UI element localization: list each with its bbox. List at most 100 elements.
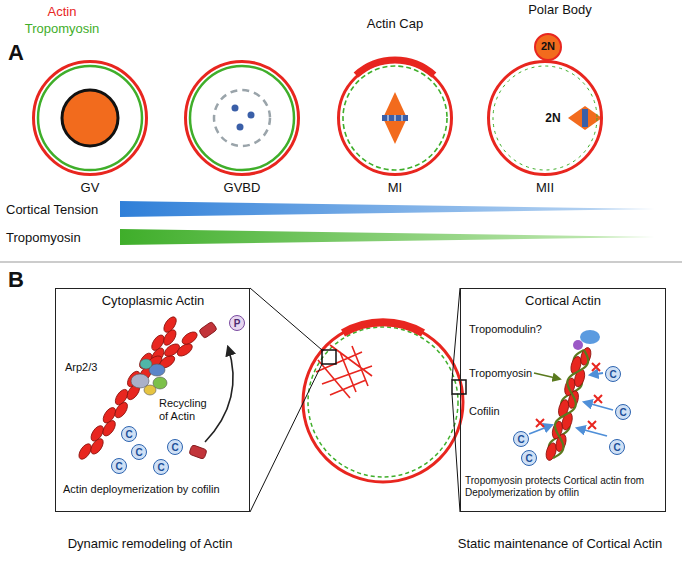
cortex-outline	[339, 62, 452, 175]
zoom-line	[452, 394, 460, 512]
cortical-tension-wedge	[120, 201, 655, 217]
protein-token: C	[521, 450, 537, 466]
tropomodulin	[580, 330, 600, 344]
arp23-complex	[140, 359, 152, 369]
panel-letter: A	[8, 40, 24, 66]
panel-separator	[0, 261, 682, 262]
cortical-tension-wedge	[120, 201, 655, 217]
oocyte-circle: GV	[32, 60, 148, 176]
actin-subunit	[579, 346, 593, 366]
node-text: Arp2/3	[65, 361, 97, 374]
arp23-complex	[144, 385, 156, 395]
node-outline	[337, 60, 453, 176]
block-mark	[536, 419, 544, 427]
zoom-line	[250, 288, 460, 512]
panel-separator	[0, 262, 682, 263]
gvbd-nuclear-remnant	[248, 112, 255, 119]
mii-spindle	[582, 109, 588, 127]
structure-label: Polar Body	[528, 2, 592, 18]
zoom-line	[250, 364, 322, 512]
node-heading: MI	[388, 180, 402, 196]
protein-token: C	[609, 439, 625, 455]
zoom-square	[452, 380, 466, 394]
recycling-arrow	[205, 347, 233, 442]
cytoplasmic-actin-art	[76, 315, 233, 462]
block-mark	[592, 363, 600, 371]
node-text: Tropomyosin protects Cortical actin from…	[465, 475, 662, 499]
oocyte-overview	[308, 327, 458, 477]
tropomyosin-ring	[38, 66, 142, 170]
protein-token: C	[121, 426, 137, 442]
protein-token: C	[167, 439, 183, 455]
structure-label: Actin Cap	[367, 16, 423, 32]
node-text: Cofilin	[469, 405, 500, 418]
legend-key: Tropomyosin	[25, 21, 100, 37]
legend-text: Actin	[48, 4, 77, 19]
tropomyosin-ring	[493, 66, 597, 170]
mi-spindle	[388, 115, 389, 121]
mi-spindle	[382, 115, 408, 121]
mi-spindle	[382, 92, 408, 144]
node-text: Tropomodulin?	[469, 323, 542, 336]
gv-nucleus	[62, 90, 118, 146]
polar-body-outline	[535, 34, 561, 60]
gv-nucleus	[62, 90, 118, 146]
tropomyosin-strand	[553, 350, 588, 458]
actin-monomer	[199, 321, 218, 338]
oocyte-overview	[303, 322, 463, 482]
cofilin-arrow	[584, 402, 613, 410]
inset-box: Cortical ActinTropomodulin? TropomyosinCo…	[460, 288, 666, 512]
tropomyosin-wedge	[120, 229, 655, 245]
oocyte-overview	[316, 345, 372, 398]
protein-token: P	[229, 315, 245, 331]
ploidy-label: 2N	[545, 111, 560, 125]
node-text: Actin deploymerization by cofilin	[63, 483, 220, 496]
protein-token: C	[605, 366, 621, 382]
oocyte-overview	[343, 322, 423, 333]
trend-label: Cortical Tension	[6, 202, 98, 218]
node-text: Tropomyosin	[469, 367, 532, 380]
panel-letter: B	[8, 267, 24, 293]
zoom-line	[452, 288, 460, 380]
cofilin-arrow	[590, 373, 603, 375]
polar-body: 2N	[534, 33, 562, 61]
tropomyosin-wedge	[120, 229, 655, 245]
oocyte-circle: MI	[337, 60, 453, 176]
zoom-square	[322, 350, 336, 364]
cofilin-arrow	[577, 428, 607, 436]
protein-token: C	[513, 431, 529, 447]
trend-label: Tropomyosin	[6, 230, 81, 246]
pointer-arrow	[534, 373, 560, 379]
caption-label: Static maintenance of Cortical Actin	[458, 536, 663, 552]
protein-token: C	[615, 404, 631, 420]
oocyte-overview	[303, 322, 463, 482]
tropomyosin-strand	[549, 350, 584, 458]
mi-spindle	[395, 115, 396, 121]
cofilin-arrow	[529, 425, 552, 434]
actin-monomer	[189, 445, 207, 460]
tropomyosin-ring	[343, 66, 447, 170]
gvbd-nuclear-remnant	[237, 124, 244, 131]
node-heading: MII	[536, 180, 554, 196]
zoom-square	[322, 350, 466, 394]
block-mark	[588, 421, 596, 429]
node-heading: Cortical Actin	[525, 293, 601, 309]
gvbd-nuclear-remnant	[214, 90, 270, 146]
protein-token: C	[131, 444, 147, 460]
node-heading: GV	[81, 180, 100, 196]
node-text: Recycling of Actin	[159, 397, 217, 423]
block-mark	[594, 395, 602, 403]
protein-token: C	[153, 459, 169, 475]
cortical-actin-art	[529, 330, 613, 462]
gvbd-nuclear-remnant	[232, 105, 239, 112]
oocyte-circle: GVBD	[184, 60, 300, 176]
node-outline	[184, 60, 300, 176]
node-heading: Cytoplasmic Actin	[102, 293, 205, 309]
inset-box: Cytoplasmic ActinArp2/3 P Recycling of Act…	[55, 288, 250, 512]
node-heading: GVBD	[224, 180, 261, 196]
node-outline	[487, 60, 603, 176]
actin-subunit	[180, 330, 199, 347]
oocyte-circle: MII	[487, 60, 603, 176]
cortex-outline	[186, 62, 299, 175]
